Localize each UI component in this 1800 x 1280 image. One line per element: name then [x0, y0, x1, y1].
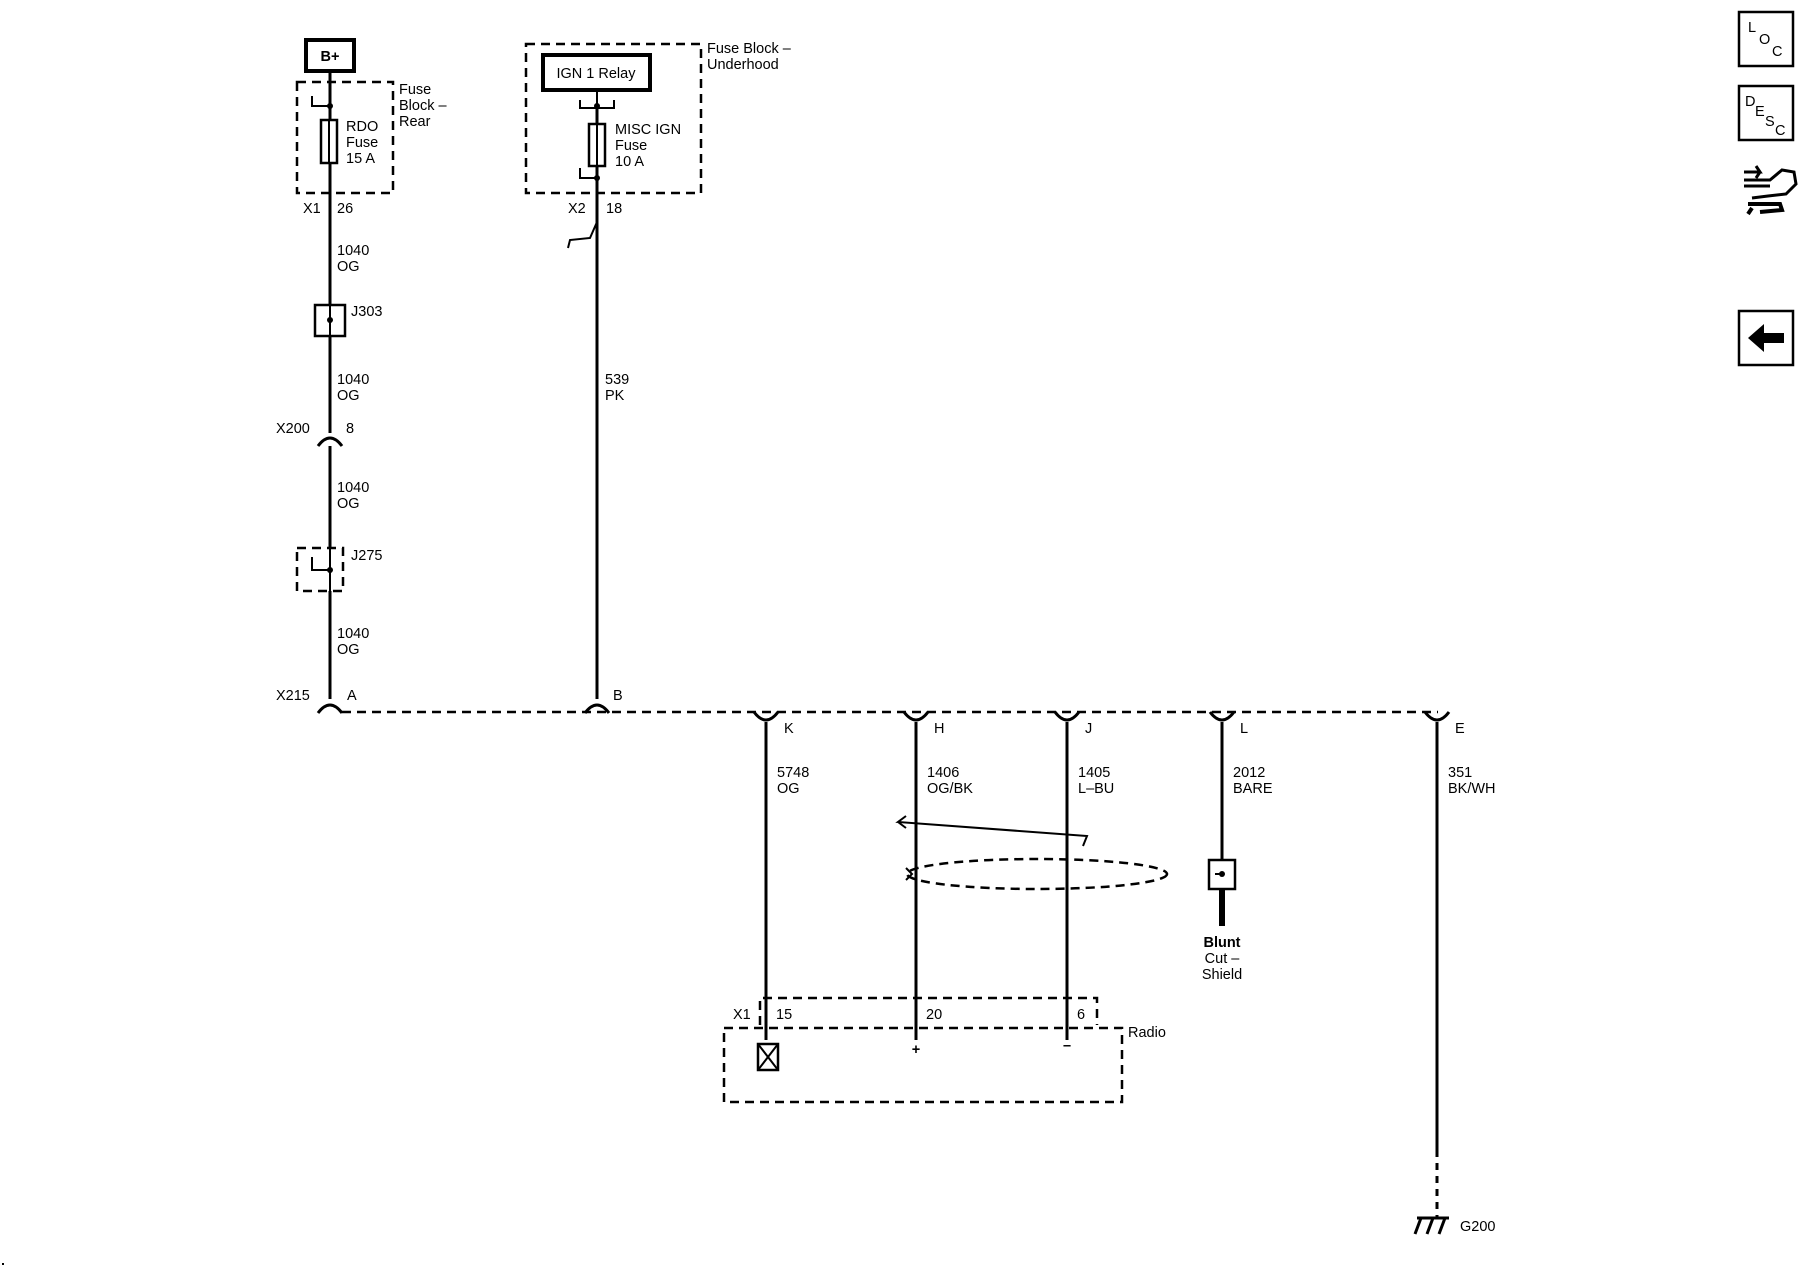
wire-color-label: PK: [605, 388, 625, 404]
rdo-fuse-label: RDO: [346, 119, 378, 135]
ign1-relay: [541, 53, 652, 92]
splice-j303-label: J303: [351, 304, 382, 320]
wire-color-label: OG: [337, 642, 360, 658]
connector-pin-label: K: [784, 721, 794, 737]
radio-label: Radio: [1128, 1025, 1166, 1041]
fuse-block-rear-label: Fuse: [399, 82, 431, 98]
radio-module: Radio X1 15 20 6 + –: [722, 996, 1166, 1104]
wire-color-label: OG: [777, 781, 800, 797]
inline-connector-x200: [316, 436, 344, 447]
circuit-539: 539 PK: [567, 166, 629, 699]
wire-circuit-label: 1040: [337, 480, 369, 496]
connector-pin-label: E: [1455, 721, 1465, 737]
wire-color-label: OG: [337, 388, 360, 404]
splice-j275: [295, 546, 345, 593]
connector-pin-label: A: [347, 688, 357, 704]
misc-ign-fuse-label: MISC IGN: [615, 122, 681, 138]
wire-circuit-label: 351: [1448, 765, 1472, 781]
connector-x1-label: X1: [303, 201, 321, 217]
twisted-pair-marker: [895, 815, 1089, 847]
shield-label: Cut –: [1205, 951, 1241, 967]
speaker-icon: [756, 1042, 780, 1072]
loc-letter: O: [1759, 32, 1770, 48]
connector-pin-label: B: [613, 688, 623, 704]
harness-connector-x215: X215 A B K H J L E: [276, 688, 1465, 737]
b-plus-source: B+: [304, 38, 356, 73]
connector-x215-label: X215: [276, 688, 310, 704]
connector-pin-label: 18: [606, 201, 622, 217]
fuse-block-underhood-label: Fuse Block –: [707, 41, 792, 57]
hand-tools-icon[interactable]: [1744, 165, 1798, 216]
b-plus-label: B+: [321, 49, 340, 65]
back-arrow-icon[interactable]: [1737, 309, 1795, 367]
wire-color-label: OG: [337, 259, 360, 275]
radio-pin-label: 6: [1077, 1007, 1085, 1023]
wire-circuit-label: 1405: [1078, 765, 1110, 781]
ground-g200: G200: [1413, 1216, 1495, 1235]
fuse-block-rear: Fuse Block – Rear RDO Fuse 15 A X1 26: [295, 80, 447, 217]
fuse-block-underhood: Fuse Block – Underhood IGN 1 Relay MISC …: [524, 41, 792, 217]
wire-color-label: OG: [337, 496, 360, 512]
minus-sign: –: [1063, 1038, 1071, 1054]
wire-circuit-label: 1406: [927, 765, 959, 781]
rdo-fuse-label: Fuse: [346, 135, 378, 151]
fuse-block-underhood-label: Underhood: [707, 57, 779, 73]
wire-color-label: BK/WH: [1448, 781, 1496, 797]
shield-label: Blunt: [1203, 935, 1240, 951]
circuit-1040: 1040 OG J303 1040 OG X200 8 1040 OG J275…: [276, 71, 382, 699]
connector-pin-label: H: [934, 721, 944, 737]
loc-button[interactable]: L O C: [1737, 10, 1795, 68]
radio-connector-label: X1: [733, 1007, 751, 1023]
loc-letter: L: [1748, 20, 1756, 36]
wire-circuit-label: 1040: [337, 626, 369, 642]
rdo-fuse-label: 15 A: [346, 151, 375, 167]
wire-color-label: BARE: [1233, 781, 1273, 797]
desc-letter: S: [1765, 114, 1775, 130]
wire-circuit-label: 5748: [777, 765, 809, 781]
wire-circuit-label: 1040: [337, 372, 369, 388]
connector-x2-label: X2: [568, 201, 586, 217]
wire-circuit-label: 1040: [337, 243, 369, 259]
desc-letter: D: [1745, 94, 1755, 110]
wire-circuit-label: 539: [605, 372, 629, 388]
desc-letter: C: [1775, 123, 1785, 139]
shield: Blunt Cut – Shield: [905, 857, 1242, 983]
ground-label: G200: [1460, 1219, 1495, 1235]
ign1-relay-label: IGN 1 Relay: [557, 66, 637, 82]
radio-pin-label: 15: [776, 1007, 792, 1023]
inline-connector-label: X200: [276, 421, 310, 437]
misc-ign-fuse-label: 10 A: [615, 154, 644, 170]
circuit-1406: 1406 OG/BK: [914, 722, 973, 1028]
connector-pin-label: J: [1085, 721, 1092, 737]
wire-color-label: L–BU: [1078, 781, 1114, 797]
connector-pin-label: 26: [337, 201, 353, 217]
inline-connector-pin: 8: [346, 421, 354, 437]
fuse-block-rear-label: Rear: [399, 114, 431, 130]
splice-j275-label: J275: [351, 548, 382, 564]
misc-ign-fuse-label: Fuse: [615, 138, 647, 154]
circuit-2012: 2012 BARE: [1220, 722, 1273, 860]
shield-label: Shield: [1202, 967, 1242, 983]
fuse-block-rear-label: Block –: [399, 98, 447, 114]
circuit-5748: 5748 OG: [764, 722, 809, 1028]
loc-letter: C: [1772, 44, 1782, 60]
circuit-1405: 1405 L–BU: [1065, 722, 1114, 1028]
circuit-351: 351 BK/WH: [1435, 722, 1496, 1218]
radio-pin-label: 20: [926, 1007, 942, 1023]
wire-circuit-label: 2012: [1233, 765, 1265, 781]
desc-letter: E: [1755, 104, 1765, 120]
connector-pin-label: L: [1240, 721, 1248, 737]
desc-button[interactable]: D E S C: [1737, 84, 1795, 142]
wire-color-label: OG/BK: [927, 781, 973, 797]
plus-sign: +: [912, 1042, 920, 1058]
